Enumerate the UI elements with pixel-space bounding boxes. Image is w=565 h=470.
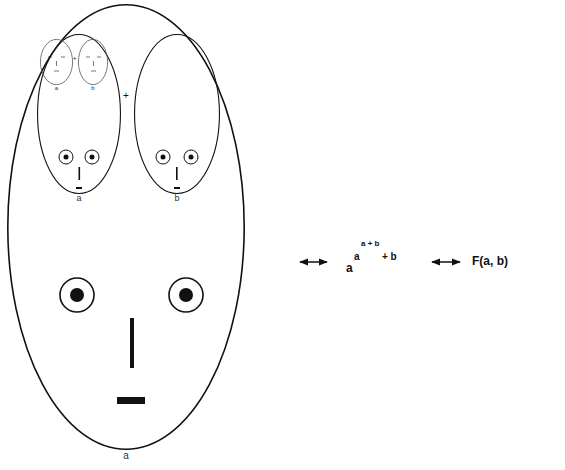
face-oval: b	[134, 34, 220, 205]
oval-outline	[7, 4, 245, 450]
plus-sign: +	[73, 55, 77, 62]
label-holder: + b	[382, 251, 397, 262]
double-arrow	[432, 261, 460, 263]
oval-label: a	[7, 450, 245, 461]
oval-caption-holder: a	[7, 450, 245, 461]
inner-face	[59, 150, 99, 189]
oval-caption-holder: a	[37, 194, 121, 204]
function-label: F(a, b)	[472, 255, 508, 268]
oval-caption-holder: b	[134, 194, 220, 204]
label-holder: a	[346, 262, 353, 275]
formula-exponent: a	[354, 251, 360, 262]
oval-outline	[78, 39, 108, 85]
oval-label: a	[40, 85, 73, 92]
oval-label: a	[37, 194, 121, 204]
face-oval: aab	[37, 34, 121, 205]
tiny-face-oval: a	[40, 39, 73, 93]
oval-outline	[40, 39, 73, 85]
label-holder: +	[123, 90, 129, 101]
double-arrow	[300, 261, 327, 263]
formula-base: a	[346, 262, 353, 275]
label-holder: a + b	[361, 240, 379, 249]
formula-exponent: a + b	[361, 240, 379, 249]
oval-caption-holder: a	[40, 85, 73, 92]
tiny-face	[86, 57, 101, 71]
label-holder: a	[354, 251, 360, 262]
oval-caption-holder: b	[78, 85, 108, 92]
big-face	[60, 278, 203, 404]
label-holder: +	[73, 55, 77, 62]
tiny-face	[48, 57, 65, 71]
oval-outline	[134, 34, 220, 194]
inner-face	[156, 150, 198, 189]
oval-label: b	[134, 194, 220, 204]
label-holder: F(a, b)	[472, 255, 508, 268]
face-oval: aaabb	[7, 4, 245, 462]
formula-exponent: + b	[382, 251, 397, 262]
oval-label: b	[78, 85, 108, 92]
tiny-face-oval: b	[78, 39, 108, 93]
plus-sign: +	[123, 90, 129, 101]
